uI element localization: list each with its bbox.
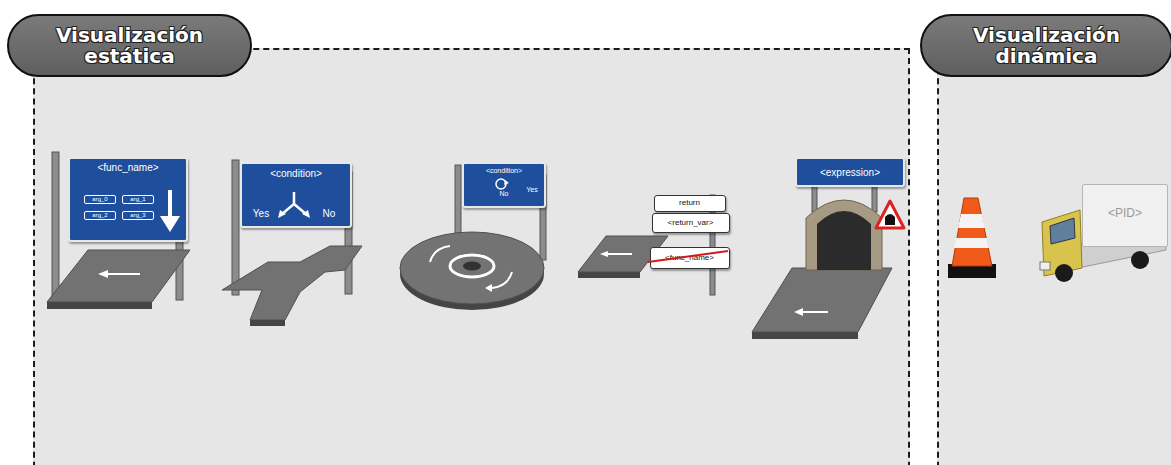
direction-sign: <func_name> arg_0 arg_1 arg_2 arg_3 (68, 157, 188, 242)
road-arrow-head (98, 270, 108, 278)
roundabout-arrow-head (485, 284, 492, 292)
tunnel-mouth (817, 211, 871, 270)
expression-sign: <expression> (795, 157, 905, 187)
cone-stripe (958, 214, 985, 228)
loop-sign: <condition> No Yes (462, 162, 546, 208)
roundabout (400, 232, 544, 304)
sign-text: <func_name> (70, 162, 186, 174)
panel-heading: Visualización estática (37, 25, 222, 67)
roundabout-arrow (492, 272, 512, 288)
road-arrow (605, 253, 632, 255)
road-arrow (104, 273, 140, 275)
road-edge (578, 272, 640, 278)
return-sign: <return_var> (652, 213, 730, 233)
sign-text: <func_name> (651, 253, 728, 262)
sign-text: Yes (246, 208, 276, 220)
sign-text: <expression> (797, 167, 903, 179)
sign-text: Yes (522, 186, 542, 194)
truck-bumper (1040, 262, 1050, 270)
road-arrow-head (794, 308, 803, 316)
argument-label: arg_3 (122, 211, 154, 220)
decision-sign: <condition> Yes No (240, 162, 352, 228)
return-sign: return (654, 195, 726, 212)
sign-text: <condition> (464, 167, 544, 175)
sign-text: <return_var> (653, 218, 728, 227)
sign-post (52, 152, 59, 302)
truck-window (1050, 218, 1075, 244)
return-sign: <func_name> (650, 247, 730, 269)
road-arrow-head (600, 251, 608, 257)
sign-text: <PID> (1083, 207, 1167, 221)
argument-label: arg_1 (122, 195, 154, 204)
roundabout-arrow (430, 246, 450, 262)
tunnel-arch (806, 200, 882, 270)
panel-tab: Visualización dinámica (920, 14, 1171, 77)
truck-wheel (1055, 264, 1073, 282)
road-arrow (800, 311, 828, 313)
road-edge (47, 302, 152, 309)
sign-post (232, 160, 239, 295)
roundabout-hole (463, 262, 481, 271)
truck-wheel (1131, 251, 1149, 269)
warning-symbol (885, 214, 895, 225)
cone-stripe (954, 238, 989, 248)
sign-text: return (655, 198, 724, 207)
argument-label: arg_0 (84, 195, 116, 204)
panel-heading: Visualización dinámica (954, 25, 1139, 67)
road-edge (752, 332, 858, 339)
truck-box: <PID> (1082, 184, 1168, 247)
argument-label: arg_2 (84, 211, 116, 220)
panel-tab: Visualización estática (7, 14, 252, 77)
road-edge (250, 320, 285, 326)
roundabout-ring (450, 255, 494, 277)
sign-text: No (494, 190, 514, 198)
sign-text: No (314, 208, 344, 220)
sign-text: <condition> (242, 168, 350, 180)
